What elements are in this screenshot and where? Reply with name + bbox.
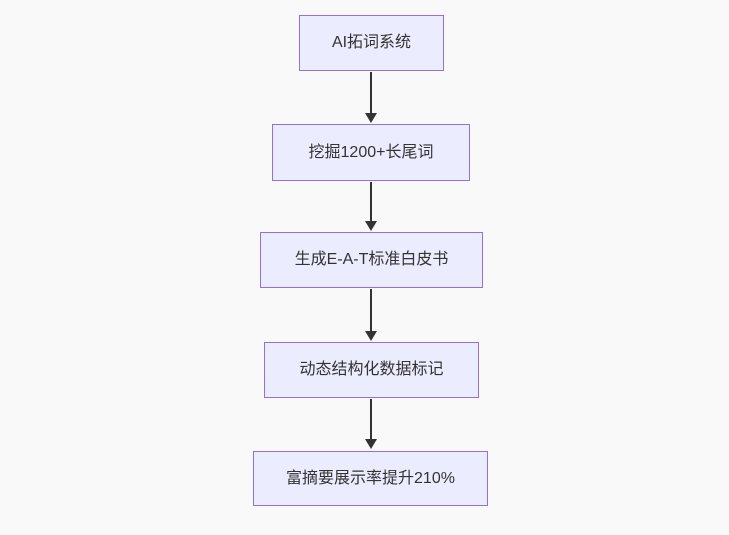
flow-node-eat-whitepaper: 生成E-A-T标准白皮书 xyxy=(260,232,483,288)
arrowhead-icon xyxy=(365,331,377,341)
node-label: AI拓词系统 xyxy=(331,34,412,52)
node-label: 富摘要展示率提升210% xyxy=(286,469,455,487)
arrowhead-icon xyxy=(365,221,377,231)
flow-arrow-3 xyxy=(365,289,377,341)
flow-arrow-2 xyxy=(365,182,377,231)
flow-arrow-4 xyxy=(365,399,377,449)
flow-node-ai-word-expansion: AI拓词系统 xyxy=(299,15,444,71)
node-label: 生成E-A-T标准白皮书 xyxy=(294,251,449,269)
flow-arrow-1 xyxy=(365,72,377,123)
node-label: 动态结构化数据标记 xyxy=(299,361,444,379)
flow-node-longtail-mining: 挖掘1200+长尾词 xyxy=(272,124,470,181)
flow-node-rich-snippet-result: 富摘要展示率提升210% xyxy=(253,451,488,506)
arrowhead-icon xyxy=(365,113,377,123)
arrowhead-icon xyxy=(365,439,377,449)
node-label: 挖掘1200+长尾词 xyxy=(308,143,434,161)
flow-node-structured-data: 动态结构化数据标记 xyxy=(264,342,479,398)
